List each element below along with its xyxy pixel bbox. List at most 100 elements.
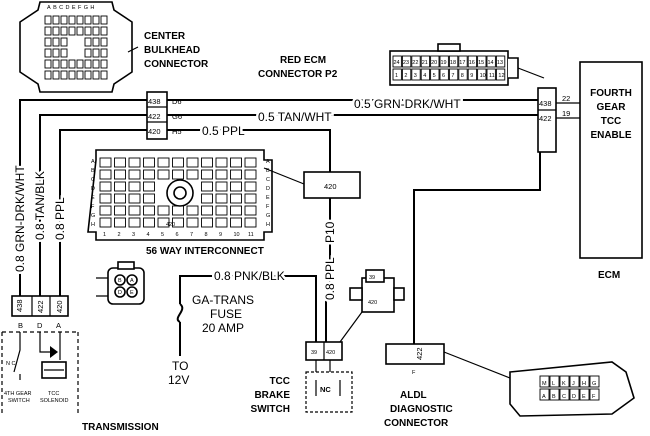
interconnect-cavity (128, 193, 141, 204)
interconnect-bottom-number: 1 (103, 232, 106, 238)
ecm-pin-label-top: 19 (441, 60, 447, 66)
interconnect-row-letter-left: H (91, 222, 95, 228)
interconnect-cavity (99, 193, 112, 204)
interconnect-cavity (201, 205, 213, 216)
bulkhead-cavity (60, 48, 68, 58)
ecm-module: 438 422 22 19 FOURTH GEAR TCC ENABLE ECM (537, 61, 643, 281)
interconnect-cavity (99, 169, 112, 180)
bulkhead-cavity (68, 59, 76, 69)
interconnect-cavity (143, 157, 155, 168)
ecm-pin-label-bottom: 12 (498, 73, 504, 79)
interconnect-cavity (230, 193, 242, 204)
wire-label-ppl: 0.5 PPL (202, 124, 245, 138)
bulkhead-cavity (44, 48, 52, 58)
aldl-label-line-3: CONNECTOR (384, 418, 449, 429)
interconnect-row-letter-right: E (266, 195, 270, 201)
fuse-label-line-2: FUSE (210, 307, 242, 321)
solenoid-label-line-2: SOLENOID (40, 398, 68, 404)
wire-label-vert-tan: 0.8 TAN/BLK (33, 171, 47, 240)
interconnect-cavity (157, 205, 170, 216)
bulkhead-cavity (60, 59, 68, 69)
interconnect-cavity (99, 217, 112, 228)
aldl-pin-cell-top (559, 375, 570, 388)
ecm-circuit-422: 422 (539, 114, 552, 123)
bulkhead-cavity (52, 70, 60, 80)
ecm-connector-label-line-1: RED ECM (280, 55, 326, 66)
ecm-pin-cell-bottom (430, 68, 440, 81)
ecm-pin-cell-bottom (458, 68, 468, 81)
interconnect-bottom-number: 11 (248, 232, 254, 238)
ecm-function-label: FOURTH GEAR TCC ENABLE (590, 88, 632, 141)
brake-switch-label: TCC BRAKE SWITCH (251, 376, 291, 415)
interconnect-cavity (201, 217, 213, 228)
ecm-pin-label-top: 21 (422, 60, 428, 66)
interconnect-cavity (215, 193, 228, 204)
transmission-circuit-422: 422 (36, 300, 45, 313)
interconnect-cavity (114, 205, 126, 216)
ecm-pin-cell-top (477, 55, 487, 68)
transmission-wires: 0.8 GRN-DRK/WHT 0.8 TAN/BLK 0.8 PPL (11, 99, 147, 296)
aldl-pin-cell-bottom (579, 388, 590, 401)
aldl-pin-cell-top (569, 375, 580, 388)
bulkhead-cavity (92, 70, 100, 80)
bulkhead-cavity-g6: G6 (172, 112, 182, 121)
interconnect-cavity (99, 181, 112, 192)
interconnect-cavity (244, 169, 257, 180)
supply-label-line-1: TO (172, 359, 188, 373)
interconnect-cavity (201, 169, 213, 180)
transmission-pin-d: D (37, 321, 43, 330)
bulkhead-cavity (92, 15, 100, 25)
brake-circuit-420: 420 (326, 350, 335, 356)
aldl-pin-label-top: L (552, 381, 555, 387)
bulkhead-cavity (100, 48, 108, 58)
interconnect-bottom-number: 7 (190, 232, 193, 238)
supply-label-line-2: 12V (168, 373, 189, 387)
bulkhead-label: CENTER BULKHEAD CONNECTOR (144, 31, 209, 70)
ecm-circuit-438: 438 (539, 99, 552, 108)
bulkhead-cavity (76, 15, 84, 25)
ecm-pin-cell-top (458, 55, 468, 68)
bulkhead-cavity (92, 26, 100, 36)
aldl-pin-label-top: K (562, 381, 566, 387)
ecm-pin-cell-bottom (477, 68, 487, 81)
bulkhead-cavity (100, 26, 108, 36)
interconnect-row-letter-right: B (266, 168, 270, 174)
ecm-pin-cell-bottom (401, 68, 412, 81)
trans-conn-pin-d: D (118, 290, 122, 296)
transmission-pin-b: B (18, 321, 23, 330)
fuse-label-line-1: GA-TRANS (192, 293, 254, 307)
ecm-pin-label-top: 15 (478, 60, 484, 66)
brake-plug-pin-420: 420 (368, 300, 377, 306)
bulkhead-label-line-1: CENTER (144, 31, 186, 42)
interconnect-cavity (215, 169, 228, 180)
bulkhead-cavity (60, 37, 68, 47)
ecm-pin-label-bottom: 6 (442, 73, 445, 79)
bulkhead-cavity (44, 26, 52, 36)
aldl-pin-label-top: J (572, 381, 575, 387)
bulkhead-cavity (100, 15, 108, 25)
ecm-pin-label-top: 24 (394, 60, 400, 66)
interconnect-bottom-number: 10 (234, 232, 240, 238)
interconnect-row-letter-right: G (266, 213, 270, 219)
wire-label-tan-wht: 0.5 TAN/WHT (258, 110, 332, 124)
interconnect-cavity (244, 193, 257, 204)
ecm-pin-cell-top (430, 55, 440, 68)
ecm-function-line-3: TCC (601, 116, 622, 127)
bulkhead-circuit-438: 438 (148, 97, 161, 106)
brake-switch-label-line-1: TCC (269, 376, 290, 387)
bulkhead-cavity (52, 15, 60, 25)
ecm-pin-label-top: 18 (450, 60, 456, 66)
bulkhead-cavity (52, 59, 60, 69)
ecm-pin-cell-bottom (439, 68, 449, 81)
interconnect-cavity (215, 181, 228, 192)
bulkhead-cavity (68, 15, 76, 25)
interconnect-bottom-number: 6 (176, 232, 179, 238)
aldl-pin-cell-top (589, 375, 600, 388)
bulkhead-pin-letters: ABCDEFGH (47, 5, 97, 11)
bulkhead-cavity (76, 59, 84, 69)
interconnect-cavity (114, 193, 126, 204)
ecm-function-line-4: ENABLE (590, 130, 631, 141)
